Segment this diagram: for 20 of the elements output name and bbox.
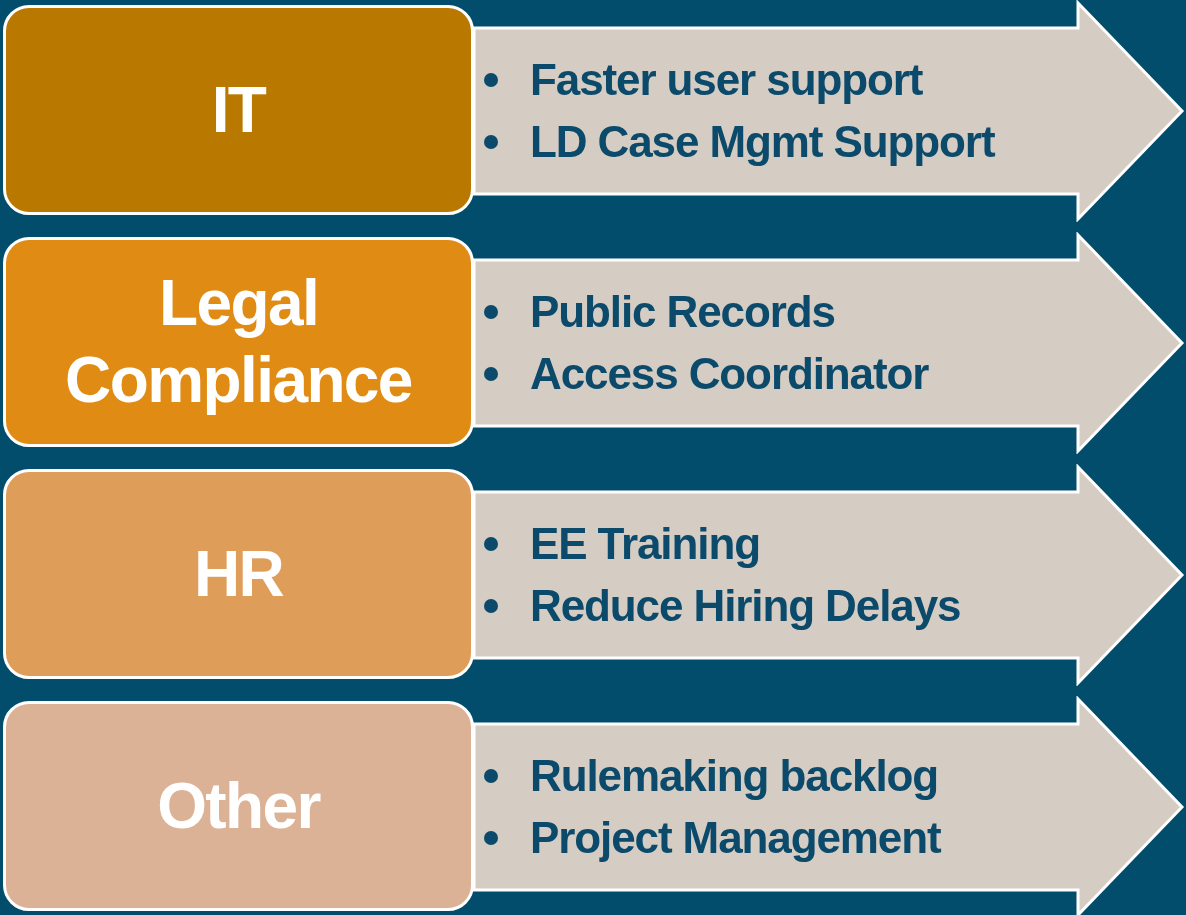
bullet-text: Reduce Hiring Delays [530, 582, 961, 631]
category-box [3, 5, 474, 215]
bullet-text: EE Training [530, 519, 760, 568]
bullet-text: Project Management [530, 814, 941, 863]
category-label: IT [211, 72, 266, 148]
arrow-shape [472, 696, 1186, 915]
category-box [3, 701, 474, 911]
bullet-text: Faster user support [530, 55, 923, 104]
arrow-shape [472, 232, 1186, 454]
category-label: HR [193, 536, 284, 612]
bullet-text: Access Coordinator [530, 350, 929, 399]
bullet-text: Rulemaking backlog [530, 751, 939, 800]
arrow-shape [472, 464, 1186, 686]
bullet-text: Public Records [530, 287, 835, 336]
category-label: Legal Compliance [64, 266, 413, 418]
category-box [3, 469, 474, 679]
category-box [3, 237, 474, 447]
category-label: Other [157, 768, 320, 844]
bullet-text: LD Case Mgmt Support [530, 118, 995, 167]
arrow-shape [472, 0, 1186, 222]
